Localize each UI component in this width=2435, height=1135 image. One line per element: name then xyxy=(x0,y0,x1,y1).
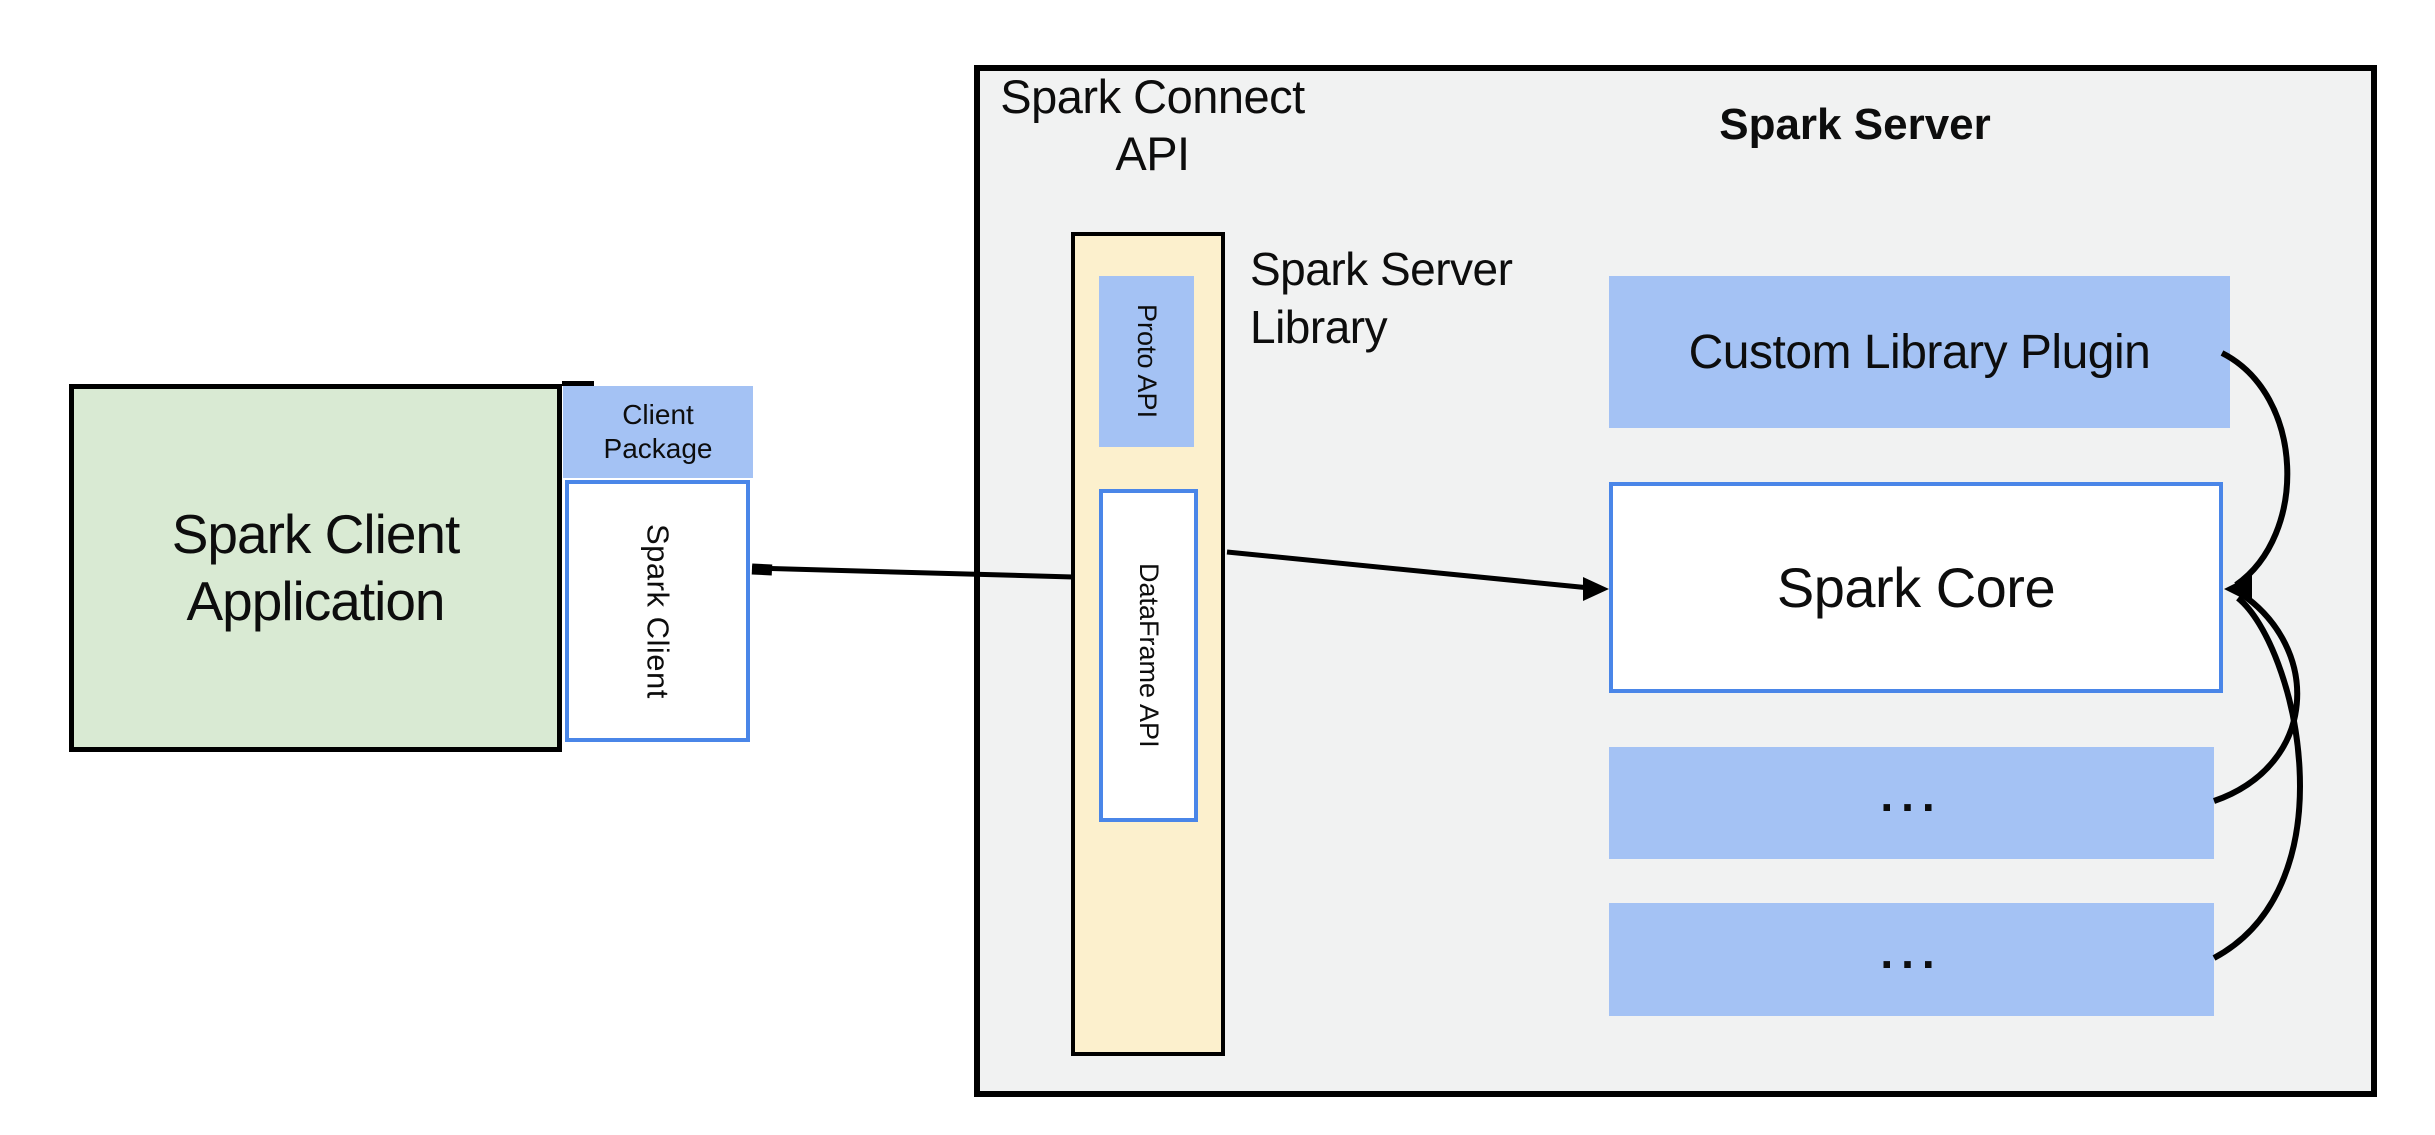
proto-api-box: Proto API xyxy=(1099,276,1194,447)
client-to-api-line-stub xyxy=(751,563,773,576)
more-plugins-box-1-dots: ... xyxy=(1880,769,1943,821)
proto-api-label: Proto API xyxy=(1132,304,1162,419)
more-plugins-box-2-dots: ... xyxy=(1880,925,1943,978)
spark-client-application-line2: Application xyxy=(186,570,445,632)
spark-server-library-line2: Library xyxy=(1250,301,1388,353)
spark-server-library-label: Spark Server Library xyxy=(1250,240,1670,356)
dataframe-api-label: DataFrame API xyxy=(1134,563,1164,748)
spark-connect-api-title: Spark Connect API xyxy=(985,68,1320,182)
spark-connect-api-title-line2: API xyxy=(1115,127,1190,180)
more-plugins-box-2: ... xyxy=(1609,903,2214,1016)
client-app-border-overhang xyxy=(562,381,594,386)
custom-library-plugin-box: Custom Library Plugin xyxy=(1609,276,2230,428)
more-plugins-box-1: ... xyxy=(1609,747,2214,859)
spark-server-title: Spark Server xyxy=(1719,100,1991,149)
spark-client-application-line1: Spark Client xyxy=(171,503,461,565)
spark-client-label: Spark Client xyxy=(640,523,676,699)
dataframe-api-box: DataFrame API xyxy=(1099,489,1198,822)
spark-client-box: Spark Client xyxy=(565,480,750,742)
spark-client-application-box: Spark Client Application xyxy=(69,384,562,752)
spark-connect-api-title-line1: Spark Connect xyxy=(1000,70,1305,123)
client-package-line1: Client xyxy=(622,399,694,430)
client-package-line2: Package xyxy=(603,433,713,464)
spark-core-box: Spark Core xyxy=(1609,482,2223,693)
client-package-box: Client Package xyxy=(563,386,753,478)
spark-server-library-line1: Spark Server xyxy=(1250,243,1513,295)
